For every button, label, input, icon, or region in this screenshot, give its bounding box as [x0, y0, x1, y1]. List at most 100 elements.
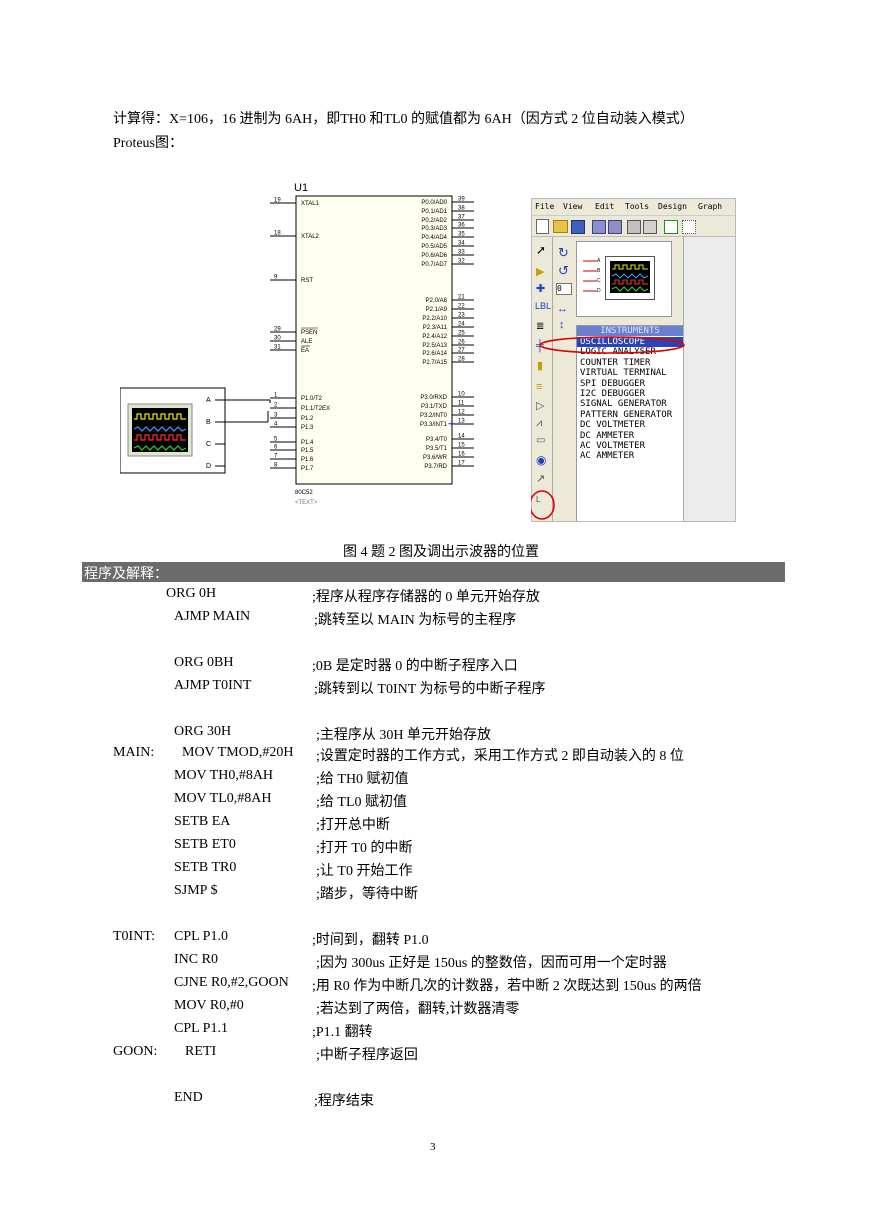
preview-channel-a: A [597, 258, 601, 264]
select-arrow-icon[interactable]: ➚ [536, 243, 547, 257]
pin-icon[interactable]: ▷ [536, 400, 545, 412]
pin-name: P0.4/AD4 [421, 235, 447, 241]
schematic-figure: U1 80C52 <TEXT> 19XTAL118XTAL29RST29PSEN… [120, 182, 474, 506]
pin-name: P1.3 [301, 425, 314, 431]
pin-number: 26 [458, 340, 465, 346]
code-instruction: AJMP T0INT [174, 678, 252, 693]
code-comment: ;主程序从 30H 单元开始存放 [316, 728, 491, 743]
menu-graph[interactable]: Graph [698, 202, 723, 211]
preview-pane: A B C D [576, 241, 672, 317]
instrument-list-header: INSTRUMENTS [577, 326, 683, 336]
schematic-canvas[interactable] [683, 237, 735, 521]
generator-icon[interactable]: ◉ [536, 453, 547, 467]
rotate-ccw-icon[interactable]: ↺ [558, 263, 569, 278]
proteus-label: Proteus图： [113, 136, 183, 151]
text-script-icon[interactable]: ≣ [536, 321, 545, 332]
section-header-bar: 程序及解释： [82, 562, 785, 582]
pin-name: P2.3/A11 [423, 325, 448, 331]
instrument-button-highlight-ellipse [531, 490, 555, 520]
menu-view[interactable]: View [563, 202, 583, 211]
probe-cross-icon: ✛ [448, 419, 456, 429]
mirror-vertical-icon[interactable]: ↕ [559, 319, 565, 331]
instrument-item[interactable]: AC AMMETER [580, 451, 635, 462]
instrument-item[interactable]: SIGNAL GENERATOR [580, 399, 667, 410]
export-icon[interactable] [608, 220, 622, 234]
highlight-overlay [531, 336, 685, 520]
instrument-item[interactable]: AC VOLTMETER [580, 440, 646, 451]
chip-ref-label: U1 [294, 182, 308, 194]
new-file-icon[interactable] [536, 219, 549, 234]
component-mode-icon[interactable]: ▶ [536, 266, 545, 278]
pin-name: P1.1/T2EX [301, 406, 330, 412]
instrument-item[interactable]: SPI DEBUGGER [580, 378, 646, 389]
pin-name: P3.1/TXD [421, 404, 448, 410]
mirror-horizontal-icon[interactable]: ↔ [557, 303, 568, 315]
code-comment: ;让 T0 开始工作 [316, 864, 413, 879]
proteus-window: File View Edit Tools Design Graph ➚ ▶ ✚ … [531, 198, 736, 522]
code-instruction: SETB EA [174, 814, 231, 829]
graph-icon[interactable]: ⩘ [536, 417, 543, 429]
mcu-chip: U1 80C52 <TEXT> [294, 182, 453, 506]
import-icon[interactable] [592, 220, 606, 234]
menu-edit[interactable]: Edit [595, 202, 615, 211]
pin-number: 29 [274, 327, 281, 333]
preview-channel-b: B [597, 268, 601, 274]
menu-file[interactable]: File [535, 202, 555, 211]
junction-icon[interactable]: ✚ [536, 283, 546, 295]
pin-number: 8 [274, 463, 278, 469]
instrument-item[interactable]: OSCILLOSCOPE [577, 337, 683, 348]
save-icon[interactable] [571, 220, 585, 234]
pin-number: 6 [274, 445, 278, 451]
instrument-item[interactable]: VIRTUAL TERMINAL [580, 368, 667, 379]
open-folder-icon[interactable] [553, 220, 568, 233]
pin-name: P2.6/A14 [422, 351, 447, 357]
terminal-icon[interactable]: ≡ [536, 381, 543, 393]
pin-number: 16 [458, 452, 465, 458]
instrument-item[interactable]: DC AMMETER [580, 430, 635, 441]
pin-number: 7 [274, 454, 278, 460]
menu-tools[interactable]: Tools [625, 202, 650, 211]
left-pins: 19XTAL118XTAL29RST29PSEN30ALE31EA1P1.0/T… [270, 198, 330, 472]
pin-number: 3 [274, 413, 278, 419]
rotate-cw-icon[interactable]: ↻ [558, 245, 569, 260]
oscilloscope-highlight-ellipse [539, 336, 685, 354]
subcircuit-icon[interactable]: ▮ [537, 360, 544, 372]
print-icon[interactable] [627, 220, 641, 234]
menu-design[interactable]: Design [658, 202, 687, 211]
grid-icon[interactable] [682, 220, 696, 234]
refresh-icon[interactable] [664, 220, 678, 234]
pin-name: P0.6/AD6 [421, 253, 447, 259]
print-area-icon[interactable] [643, 220, 657, 234]
rotation-input[interactable]: 0 [556, 283, 572, 295]
pin-name: P1.2 [301, 416, 314, 422]
pin-name: P0.7/AD7 [421, 262, 447, 268]
menu-bar: File View Edit Tools Design Graph [532, 199, 735, 216]
pin-name: P0.5/AD5 [421, 244, 447, 250]
pin-number: 1 [274, 393, 278, 399]
preview-scope-frame [605, 256, 655, 300]
mode-toolbar-edge [532, 237, 553, 521]
instrument-item[interactable]: PATTERN GENERATOR [580, 409, 673, 420]
pin-number: 36 [458, 223, 465, 229]
pin-number: 19 [274, 198, 281, 204]
probe-icon[interactable]: ↗ [536, 473, 546, 485]
misc-icon[interactable]: L [536, 495, 541, 504]
pin-name: P2.7/A15 [422, 360, 447, 366]
chip-text-label: <TEXT> [295, 500, 318, 506]
instrument-item[interactable]: I2C DEBUGGER [580, 388, 646, 399]
figure-caption: 图 4 题 2 图及调出示波器的位置 [343, 545, 539, 560]
pin-number: 28 [458, 357, 465, 363]
pin-name: EA [301, 348, 309, 354]
instrument-item[interactable]: COUNTER TIMER [580, 357, 651, 368]
tape-icon[interactable]: ▭ [536, 435, 546, 446]
pin-name: P3.4/T0 [426, 437, 448, 443]
rotation-column: ↻ ↺ 0 ↔ ↕ [553, 237, 575, 377]
pin-name: P3.3/INT1 [420, 422, 448, 428]
wire-label-icon[interactable]: LBL [535, 301, 552, 311]
instrument-item[interactable]: DC VOLTMETER [580, 420, 646, 431]
pin-number: 12 [458, 410, 465, 416]
pin-number: 10 [458, 392, 465, 398]
code-comment: ;0B 是定时器 0 的中断子程序入口 [312, 659, 518, 674]
code-comment: ;时间到，翻转 P1.0 [312, 933, 429, 948]
pin-number: 18 [274, 231, 281, 237]
